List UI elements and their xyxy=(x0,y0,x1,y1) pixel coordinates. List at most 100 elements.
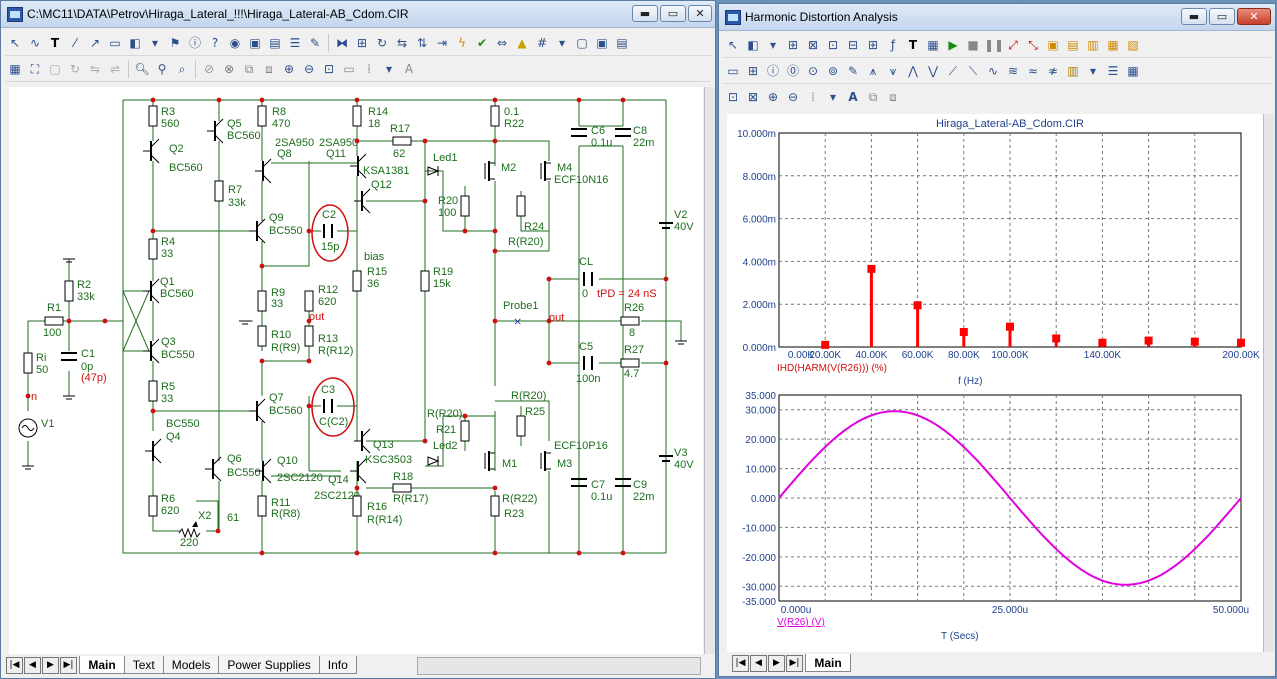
region-icon[interactable]: ⛶ xyxy=(30,62,40,76)
font-icon[interactable]: A xyxy=(848,90,858,104)
grid-icon[interactable]: # xyxy=(536,36,548,50)
properties-icon[interactable]: ▦ xyxy=(9,62,21,76)
flip-icon[interactable]: ⇆ xyxy=(396,36,408,50)
select-icon[interactable]: ↖ xyxy=(9,36,21,50)
window3-icon[interactable]: ▥ xyxy=(1087,38,1099,52)
rotate-gray-icon[interactable]: ↻ xyxy=(69,62,81,76)
cursor2-icon[interactable]: ⤡ xyxy=(1028,38,1038,52)
analysis-next-page-button[interactable]: ▶ xyxy=(768,655,785,672)
panel-icon[interactable]: ▭ xyxy=(727,64,739,78)
mosfet-m4[interactable] xyxy=(540,161,551,181)
minimize-button[interactable]: ▬ xyxy=(632,5,658,22)
resistor-r12[interactable] xyxy=(304,290,314,312)
capacitor-cl[interactable] xyxy=(583,272,593,286)
transistor-q8[interactable] xyxy=(255,158,272,184)
component-icon[interactable]: ◧ xyxy=(129,36,141,50)
flag-icon[interactable]: ⚑ xyxy=(169,36,181,50)
valley-icon[interactable]: ⩛ xyxy=(889,64,897,78)
clipboard-icon[interactable]: ▥ xyxy=(1067,64,1079,78)
transistor-q4[interactable] xyxy=(145,438,162,464)
find-component-icon[interactable]: ⌕ xyxy=(178,62,186,76)
window-icon[interactable]: ▢ xyxy=(576,36,588,50)
warning-icon[interactable]: ▲ xyxy=(517,36,527,50)
info-icon[interactable]: ⓘ xyxy=(188,36,201,50)
resistor-r21[interactable] xyxy=(460,420,470,442)
window2-icon[interactable]: ▤ xyxy=(1067,38,1079,52)
transistor-q12[interactable] xyxy=(354,188,371,214)
transistor-q7[interactable] xyxy=(249,398,266,424)
analysis-prev-page-button[interactable]: ◀ xyxy=(750,655,767,672)
capacitor-c3[interactable] xyxy=(323,399,333,413)
capacitor-c1[interactable] xyxy=(61,352,77,361)
edit-icon[interactable]: ✎ xyxy=(309,36,321,50)
mirror-gray-icon[interactable]: ⇌ xyxy=(109,62,121,76)
resistor-r26[interactable] xyxy=(620,316,640,326)
graph3-icon[interactable]: ⊞ xyxy=(867,38,879,52)
stop-icon[interactable]: ■ xyxy=(967,38,979,52)
vertical-scrollbar[interactable] xyxy=(704,87,715,654)
point-icon[interactable]: ◉ xyxy=(229,36,241,50)
maximize-button[interactable]: ▭ xyxy=(660,5,686,22)
resistor-r8[interactable] xyxy=(257,105,267,127)
bus-icon[interactable]: ▭ xyxy=(109,36,121,50)
capacitor-c6[interactable] xyxy=(571,128,587,137)
tag-icon[interactable]: ▣ xyxy=(249,36,261,50)
find-next-icon[interactable]: ⚲ xyxy=(157,62,167,76)
last-page-button[interactable]: ▶| xyxy=(60,657,77,674)
resistor-r17[interactable] xyxy=(392,136,412,146)
zoom-in-icon[interactable]: ⊕ xyxy=(767,90,779,104)
resistor-r5[interactable] xyxy=(148,380,158,402)
diagonal-wire-icon[interactable]: ↗ xyxy=(89,36,101,50)
rotate-icon[interactable]: ↻ xyxy=(376,36,388,50)
dropdown-arrow-icon[interactable]: ▾ xyxy=(1089,64,1097,78)
global-icon[interactable]: ≋ xyxy=(1007,64,1019,78)
resistor-r22[interactable] xyxy=(490,105,500,127)
dropdown-arrow-icon[interactable]: ▾ xyxy=(151,36,159,50)
zoom-icon[interactable]: ⓘ xyxy=(766,64,779,78)
scale2-icon[interactable]: ⊠ xyxy=(807,38,819,52)
dropdown-arrow-icon[interactable]: ▾ xyxy=(829,90,837,104)
transistor-q9[interactable] xyxy=(249,218,266,244)
battery-v3[interactable] xyxy=(659,455,673,462)
global3-icon[interactable]: ≉ xyxy=(1047,64,1059,78)
resistor-r15[interactable] xyxy=(352,270,362,292)
resistor-ri[interactable] xyxy=(23,352,33,374)
capacitor-c7[interactable] xyxy=(571,478,587,487)
grid-dots-icon[interactable]: ⁞ xyxy=(811,90,815,104)
list-icon[interactable]: ☰ xyxy=(1107,64,1119,78)
zoom4-icon[interactable]: ⊚ xyxy=(827,64,839,78)
stop-icon[interactable]: ⊘ xyxy=(203,62,215,76)
analysis-minimize-button[interactable]: ▬ xyxy=(1181,8,1207,25)
dropdown-arrow-icon[interactable]: ▾ xyxy=(769,38,777,52)
paste-icon[interactable]: ⧈ xyxy=(265,62,273,76)
wire-icon[interactable]: ∿ xyxy=(29,36,41,50)
capacitor-c9[interactable] xyxy=(615,478,631,487)
edit-icon[interactable]: ✎ xyxy=(847,64,859,78)
resistor-r11[interactable] xyxy=(257,495,267,517)
transistor-q5[interactable] xyxy=(207,118,224,144)
analysis-first-page-button[interactable]: |◀ xyxy=(732,655,749,672)
transistor-q11[interactable] xyxy=(350,153,367,179)
component-icon[interactable]: ◧ xyxy=(747,38,759,52)
zoom3-icon[interactable]: ⊙ xyxy=(807,64,819,78)
transistor-q14[interactable] xyxy=(350,458,367,484)
font-icon[interactable]: A xyxy=(404,62,414,76)
slope2-icon[interactable]: ⟍ xyxy=(968,64,978,78)
resistor-r14[interactable] xyxy=(352,105,362,127)
window2-icon[interactable]: ▣ xyxy=(596,36,608,50)
resistor-r3[interactable] xyxy=(148,105,158,127)
resistor-r18[interactable] xyxy=(392,483,412,493)
mosfet-m3[interactable] xyxy=(540,451,551,471)
analysis-vertical-scrollbar[interactable] xyxy=(1263,114,1274,652)
graph2-icon[interactable]: ⊟ xyxy=(847,38,859,52)
step-icon[interactable]: ⇥ xyxy=(436,36,448,50)
resistor-r19[interactable] xyxy=(420,270,430,292)
tab-power-supplies[interactable]: Power Supplies xyxy=(218,656,320,674)
help-icon[interactable]: ? xyxy=(211,36,219,50)
window-icon[interactable]: ▣ xyxy=(1047,38,1059,52)
inflect-icon[interactable]: ∿ xyxy=(987,64,999,78)
zoom-in-icon[interactable]: ⊕ xyxy=(283,62,295,76)
transistor-q13[interactable] xyxy=(354,428,371,454)
find-icon[interactable]: 🔍︎ xyxy=(134,62,150,76)
capacitor-c8[interactable] xyxy=(615,128,631,137)
